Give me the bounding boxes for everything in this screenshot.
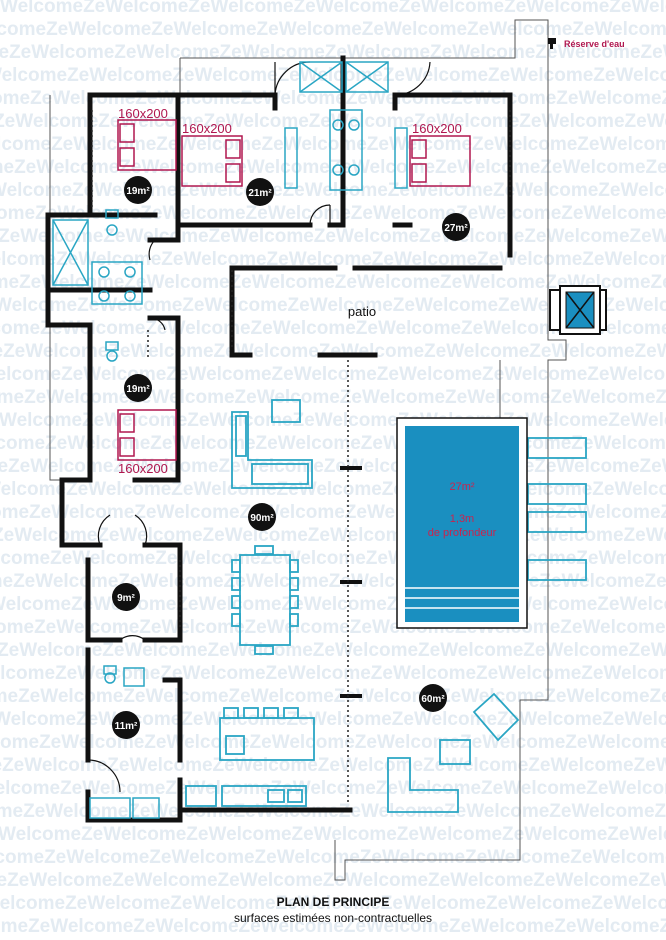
area-label: 11m²	[115, 721, 138, 732]
pool-depth-label: de profondeur	[428, 527, 497, 539]
bed-size-label: 160x200	[412, 121, 462, 136]
pool-area-label: 27m²	[449, 481, 474, 493]
plan-subtitle: surfaces estimées non-contractuelles	[233, 911, 433, 925]
bed-size-label: 160x200	[118, 461, 168, 476]
area-label: 27m²	[444, 223, 468, 234]
water-reserve-label: Réserve d'eau	[564, 39, 625, 49]
area-label: 90m²	[250, 513, 274, 524]
posts	[340, 466, 362, 698]
area-badges	[112, 176, 470, 739]
water-tank	[549, 285, 607, 335]
area-label: 60m²	[421, 694, 445, 705]
doors	[87, 61, 431, 793]
terrace-furniture	[387, 437, 587, 813]
pool-depth-value: 1,3m	[450, 513, 474, 525]
area-label: 19m²	[126, 384, 150, 395]
patio-label: patio	[348, 304, 376, 319]
living-furniture	[185, 399, 315, 807]
beds	[117, 119, 471, 461]
pool	[396, 417, 528, 629]
bed-size-label: 160x200	[118, 106, 168, 121]
bathroom-fixtures	[52, 61, 408, 819]
bed-size-label: 160x200	[182, 121, 232, 136]
area-label: 19m²	[126, 186, 150, 197]
dotted-partitions	[91, 110, 511, 805]
area-label: 21m²	[248, 188, 272, 199]
plan-title: PLAN DE PRINCIPE	[276, 895, 390, 909]
walls	[45, 55, 513, 823]
area-label: 9m²	[117, 593, 135, 604]
faucet-icon	[548, 38, 556, 49]
